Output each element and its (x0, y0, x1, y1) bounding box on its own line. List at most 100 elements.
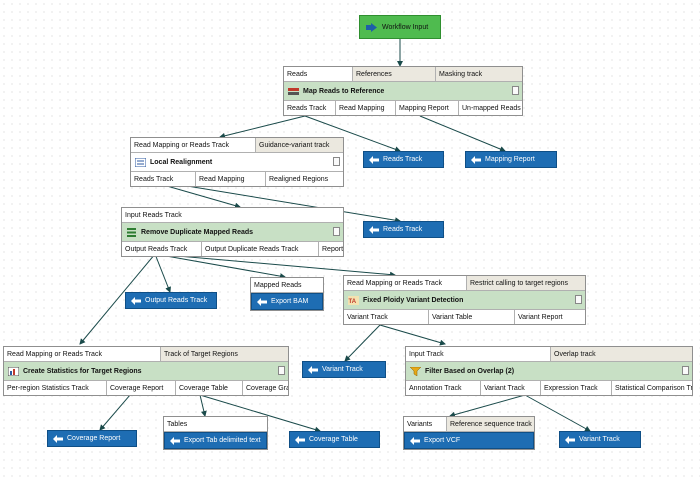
remove-duplicates-title-bar: Remove Duplicate Mapped Reads (122, 223, 343, 241)
document-icon[interactable] (575, 295, 582, 304)
export-bam-node[interactable]: Mapped Reads Export BAM (250, 277, 324, 311)
output-icon (369, 155, 379, 164)
output-label: Mapping Report (485, 156, 535, 163)
export-icon (257, 297, 267, 306)
output-port-annotation-track[interactable]: Annotation Track (406, 381, 481, 395)
map-reads-icon (288, 87, 299, 95)
output-reads-track-2[interactable]: Reads Track (363, 221, 444, 238)
output-icon (131, 296, 141, 305)
input-port-guidance-variant-track[interactable]: Guidance-variant track (256, 138, 343, 152)
output-port-expression-track[interactable]: Expression Track (541, 381, 612, 395)
output-port-reads-track[interactable]: Reads Track (284, 101, 336, 115)
output-coverage-report[interactable]: Coverage Report (47, 430, 137, 447)
document-icon[interactable] (333, 157, 340, 166)
map-reads-title-bar: Map Reads to Reference (284, 82, 522, 100)
input-port-read-mapping-or-reads-track[interactable]: Read Mapping or Reads Track (131, 138, 256, 152)
export-icon (410, 436, 420, 445)
output-port-variant-report[interactable]: Variant Report (518, 313, 563, 321)
output-port-variant-track[interactable]: Variant Track (344, 310, 429, 324)
output-label: Coverage Report (67, 435, 121, 442)
output-port-coverage-table[interactable]: Coverage Table (176, 381, 243, 395)
input-port-read-mapping-or-reads-track[interactable]: Read Mapping or Reads Track (344, 276, 467, 290)
export-vcf-label: Export VCF (424, 437, 461, 444)
output-variant-track-2[interactable]: Variant Track (559, 431, 641, 448)
document-icon[interactable] (278, 366, 285, 375)
output-label: Reads Track (383, 156, 423, 163)
variant-detection-icon: TA (348, 295, 359, 305)
output-label: Variant Track (322, 366, 363, 373)
target-stats-title-bar: Create Statistics for Target Regions (4, 362, 288, 380)
output-icon (295, 435, 305, 444)
output-icon (53, 434, 63, 443)
remove-duplicates-icon (127, 227, 136, 237)
export-tab-node[interactable]: Tables Export Tab delimited text (163, 416, 268, 450)
output-port-read-mapping[interactable]: Read Mapping (196, 172, 266, 186)
output-port-per-region-statistics[interactable]: Per-region Statistics Track (4, 381, 107, 395)
statistics-icon (8, 366, 19, 376)
output-label: Output Reads Track (145, 297, 208, 304)
output-port-coverage-graph[interactable]: Coverage Graph (246, 384, 288, 392)
variant-detection-title-bar: TA Fixed Ploidy Variant Detection (344, 291, 585, 309)
output-reads-track-1[interactable]: Reads Track (363, 151, 444, 168)
output-icon (565, 435, 575, 444)
output-port-realigned-regions[interactable]: Realigned Regions (269, 175, 329, 183)
input-port-variants[interactable]: Variants (404, 417, 447, 431)
output-port-mapping-report[interactable]: Mapping Report (396, 101, 459, 115)
input-port-read-mapping-or-reads-track[interactable]: Read Mapping or Reads Track (4, 347, 161, 361)
document-icon[interactable] (512, 86, 519, 95)
workflow-input-node[interactable]: Workflow Input (359, 15, 441, 39)
map-reads-title: Map Reads to Reference (303, 87, 385, 95)
map-reads-node[interactable]: Reads References Masking track Map Reads… (283, 66, 523, 116)
output-port-variant-table[interactable]: Variant Table (429, 310, 515, 324)
input-port-reads[interactable]: Reads (284, 67, 353, 81)
filter-overlap-title: Filter Based on Overlap (2) (425, 367, 515, 375)
document-icon[interactable] (333, 227, 340, 236)
export-tab-button[interactable]: Export Tab delimited text (164, 432, 267, 449)
export-icon (170, 436, 180, 445)
input-port-references[interactable]: References (353, 67, 436, 81)
output-label: Reads Track (383, 226, 423, 233)
output-icon (369, 225, 379, 234)
input-port-reference-sequence-track[interactable]: Reference sequence track (447, 417, 534, 431)
export-tab-label: Export Tab delimited text (184, 437, 261, 444)
input-port-masking-track[interactable]: Masking track (436, 67, 522, 81)
output-port-read-mapping[interactable]: Read Mapping (336, 101, 396, 115)
input-port-tables[interactable]: Tables (167, 420, 188, 428)
output-port-coverage-report[interactable]: Coverage Report (107, 381, 176, 395)
local-realignment-node[interactable]: Read Mapping or Reads Track Guidance-var… (130, 137, 344, 187)
filter-icon (410, 366, 421, 376)
output-port-output-reads-track[interactable]: Output Reads Track (122, 242, 202, 256)
output-variant-track-1[interactable]: Variant Track (302, 361, 386, 378)
export-bam-label: Export BAM (271, 298, 309, 305)
output-icon (471, 155, 481, 164)
export-bam-button[interactable]: Export BAM (251, 293, 323, 310)
input-port-overlap-track[interactable]: Overlap track (551, 347, 692, 361)
output-port-duplicate-reads-track[interactable]: Output Duplicate Reads Track (202, 242, 319, 256)
input-port-track-of-target-regions[interactable]: Track of Target Regions (161, 347, 288, 361)
output-coverage-table[interactable]: Coverage Table (289, 431, 380, 448)
document-icon[interactable] (682, 366, 689, 375)
output-port-unmapped-reads[interactable]: Un-mapped Reads (462, 104, 521, 112)
export-vcf-node[interactable]: Variants Reference sequence track Export… (403, 416, 535, 450)
target-stats-title: Create Statistics for Target Regions (23, 367, 142, 375)
variant-detection-node[interactable]: Read Mapping or Reads Track Restrict cal… (343, 275, 586, 325)
filter-overlap-node[interactable]: Input Track Overlap track Filter Based o… (405, 346, 693, 396)
remove-duplicates-title: Remove Duplicate Mapped Reads (141, 228, 254, 236)
input-port-restrict-calling[interactable]: Restrict calling to target regions (467, 276, 585, 290)
export-vcf-button[interactable]: Export VCF (404, 432, 534, 449)
output-port-reads-track[interactable]: Reads Track (131, 172, 196, 186)
input-port-mapped-reads[interactable]: Mapped Reads (254, 281, 302, 289)
output-mapping-report[interactable]: Mapping Report (465, 151, 557, 168)
input-port-input-reads-track[interactable]: Input Reads Track (125, 211, 182, 219)
input-port-input-track[interactable]: Input Track (406, 347, 551, 361)
workflow-input-icon (366, 22, 377, 32)
target-stats-node[interactable]: Read Mapping or Reads Track Track of Tar… (3, 346, 289, 396)
realignment-icon (135, 157, 146, 167)
output-port-report[interactable]: Report (322, 245, 343, 253)
output-output-reads-track[interactable]: Output Reads Track (125, 292, 217, 309)
remove-duplicates-node[interactable]: Input Reads Track Remove Duplicate Mappe… (121, 207, 344, 257)
output-port-variant-track[interactable]: Variant Track (481, 381, 541, 395)
output-port-statistical-comparison-track[interactable]: Statistical Comparison Track (615, 384, 692, 392)
output-icon (308, 365, 318, 374)
